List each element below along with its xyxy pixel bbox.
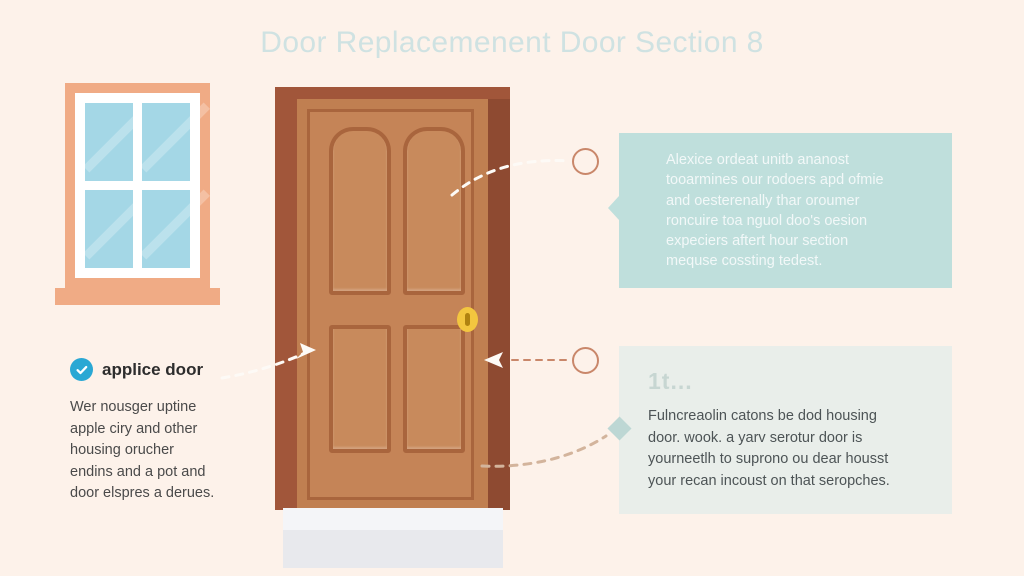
door-panel-top-right	[403, 127, 465, 295]
door-panel-top-left	[329, 127, 391, 295]
door-step-top	[283, 508, 503, 530]
callout-top-line: expeciers aftert hour section	[666, 233, 849, 250]
door-frame-top	[275, 87, 510, 99]
door-four-panel-icon	[275, 87, 510, 510]
door-knob-icon[interactable]	[457, 307, 478, 332]
callout-bottom-body: Fulncreaolin catons be dod housing door.…	[648, 406, 938, 492]
door-frame-left	[275, 87, 297, 510]
callout-notch-icon	[608, 196, 619, 220]
callout-box-top: Alexice ordeat unitb ananost tooarmines …	[608, 133, 952, 288]
left-note-line: door elspres a derues.	[70, 485, 215, 501]
callout-bottom-line: door. wook. a yarv serotur door is	[648, 429, 863, 446]
door-panel-bottom-right	[403, 325, 465, 453]
left-note-title: applice door	[102, 359, 204, 379]
callout-top-line: Alexice ordeat unitb ananost	[666, 152, 849, 168]
page-title: Door Replacemenent Door Section 8	[260, 26, 764, 59]
circle-marker-icon-top[interactable]	[572, 148, 599, 175]
callout-top-line: tooarmines our rodoers apd ofmie	[666, 172, 884, 189]
callout-top-body: Alexice ordeat unitb ananost tooarmines …	[666, 150, 932, 272]
left-note-block: applice door Wer nousger uptine apple ci…	[70, 358, 285, 505]
door-step-icon	[283, 508, 503, 568]
door-panel-bottom-left	[329, 325, 391, 453]
left-note-line: apple ciry and other	[70, 420, 198, 437]
callout-bottom-line: your recan incoust on that seropches.	[648, 472, 890, 489]
callout-top-line: mequse cossting tedest.	[666, 253, 823, 270]
keyhole-icon	[465, 313, 470, 326]
left-note-line: housing orucher	[70, 442, 174, 458]
callout-top-line: roncuire toa nguol doo's oesion	[666, 212, 868, 229]
window-pane-top-right	[139, 102, 211, 181]
door-frame-right	[488, 87, 510, 510]
callout-bottom-line: yourneetlh to suprono ou dear housst	[648, 451, 889, 467]
diamond-marker-icon	[607, 416, 632, 441]
window-pane-bottom-right	[139, 189, 211, 268]
check-circle-icon	[70, 358, 93, 381]
window-four-pane-icon	[55, 83, 220, 305]
callout-top-line: and oesterenally thar oroumer	[666, 192, 860, 209]
callout-bottom-line: Fulncreaolin catons be dod housing	[648, 408, 877, 424]
callout-box-bottom: 1t... Fulncreaolin catons be dod housing…	[607, 346, 952, 514]
left-note-header: applice door	[70, 358, 285, 381]
left-note-line: endins and a pot and	[70, 463, 206, 480]
left-note-body: Wer nousger uptine apple ciry and other …	[70, 397, 285, 505]
window-sill	[55, 288, 220, 305]
window-pane-bottom-left	[82, 189, 154, 268]
window-pane-top-left	[82, 102, 154, 181]
circle-marker-icon-bottom[interactable]	[572, 347, 599, 374]
left-note-line: Wer nousger uptine	[70, 399, 197, 415]
callout-bottom-heading: 1t...	[648, 368, 693, 394]
